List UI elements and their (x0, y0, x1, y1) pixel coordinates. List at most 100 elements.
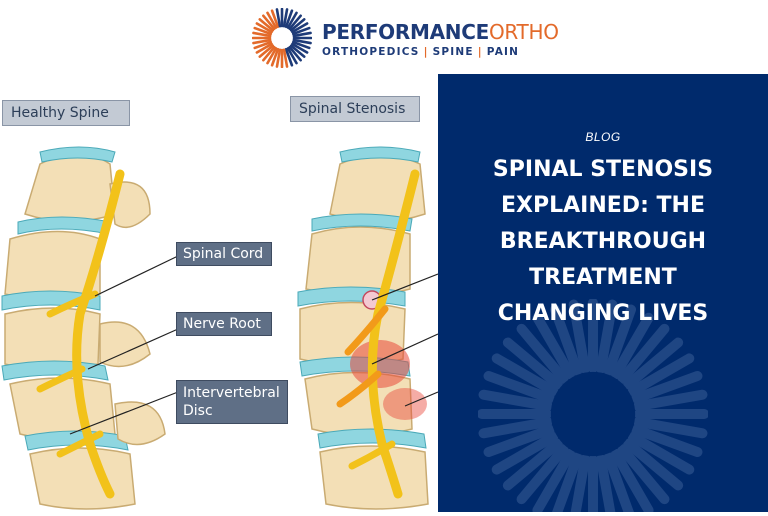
sunburst-ray (478, 417, 553, 439)
sunburst-ray (552, 452, 583, 512)
sunburst-ray (633, 417, 708, 439)
sunburst-ray (549, 304, 583, 376)
blog-headline[interactable]: SPINAL STENOSIS EXPLAINED: THE BREAKTHRO… (458, 152, 748, 332)
stenosis-spinal-cord (367, 169, 420, 499)
sunburst-ray (483, 370, 555, 404)
sunburst-ray (603, 304, 637, 376)
sunburst-ray (252, 31, 272, 38)
healthy-spinal-cord (72, 169, 125, 499)
leader-line (371, 273, 439, 301)
nerve-branch (36, 365, 86, 393)
spine-illustration: Healthy Spine Spinal Stenosis Spinal Cor… (0, 74, 439, 512)
disc-leader-line (69, 391, 179, 435)
sunburst-ray (284, 9, 294, 29)
nerve-root-label: Nerve Root (176, 312, 272, 336)
nerve-branch (56, 430, 104, 458)
headline-line: EXPLAINED: THE (501, 193, 705, 218)
sunburst-ray (570, 454, 590, 512)
nerve-branch (344, 305, 389, 356)
sunburst-ray (617, 444, 670, 505)
headline-line: SPINAL STENOSIS (492, 157, 714, 182)
nerve-branch (348, 440, 396, 470)
sunburst-ray (292, 31, 312, 38)
sunburst-ray (568, 299, 590, 374)
sunburst-ray (627, 353, 695, 396)
spinal-cord-label: Spinal Cord (176, 242, 272, 266)
inflammation (383, 388, 427, 420)
sunburst-ray (258, 44, 275, 58)
sunburst-ray (275, 8, 282, 28)
sunburst-ray (596, 299, 618, 374)
sunburst-ray (282, 8, 289, 28)
sunburst-ray (491, 353, 559, 396)
nerve-root-leader-line (87, 328, 179, 370)
brand-name: PERFORMANCEORTHO (322, 20, 559, 44)
posterior-element (99, 321, 151, 368)
sunburst-ray (266, 47, 278, 65)
sunburst-logo-icon (252, 8, 312, 68)
sunburst-ray (603, 452, 634, 512)
nerve-branch (46, 290, 99, 318)
brand-logo[interactable]: PERFORMANCEORTHO ORTHOPEDICS|SPINE|PAIN (252, 8, 559, 68)
posterior-element (114, 401, 166, 446)
spine-diagram (1, 146, 439, 510)
healthy-spine-title: Healthy Spine (2, 100, 130, 126)
sunburst-ray (478, 389, 553, 411)
leader-line (404, 391, 439, 407)
sunburst-ray (483, 424, 555, 458)
healthy-spine-column (1, 146, 166, 510)
disc-1 (39, 146, 116, 163)
sunburst-ray (516, 323, 569, 384)
stenosis-spine-column (297, 146, 429, 510)
leader-line (371, 333, 439, 365)
tagline-separator: | (423, 46, 429, 58)
sunburst-ray (262, 45, 276, 62)
nerve-branch (336, 370, 382, 408)
tagline-pain: PAIN (486, 46, 520, 58)
headline-line: CHANGING LIVES (497, 301, 709, 326)
sunburst-ray (288, 14, 302, 31)
sunburst-ray (291, 42, 309, 54)
sunburst-ray (623, 337, 684, 390)
headline-line: BREAKTHROUGH (499, 229, 707, 254)
sunburst-ray (491, 432, 559, 475)
sunburst-ray (289, 18, 306, 32)
sunburst-watermark-icon (478, 299, 708, 512)
sunburst-ray (255, 42, 273, 54)
brand-name-bold: PERFORMANCE (322, 20, 489, 44)
posterior-element (109, 181, 151, 229)
sunburst-ray (288, 45, 302, 62)
blog-title-panel: BLOG SPINAL STENOSIS EXPLAINED: THE BREA… (438, 74, 768, 512)
brand-tagline: ORTHOPEDICS|SPINE|PAIN (322, 46, 519, 58)
sunburst-ray (270, 9, 280, 29)
sunburst-ray (617, 323, 670, 384)
sunburst-ray (286, 11, 298, 29)
disc-label-line1: Intervertebral (183, 385, 280, 401)
tagline-separator: | (477, 46, 483, 58)
sunburst-ray (270, 47, 280, 67)
sunburst-ray (633, 389, 708, 411)
vertebra-5 (29, 447, 136, 510)
sunburst-ray (502, 337, 563, 390)
site-header: PERFORMANCEORTHO ORTHOPEDICS|SPINE|PAIN (0, 0, 768, 74)
sunburst-ray (282, 48, 289, 68)
sunburst-ray (292, 38, 312, 45)
sunburst-ray (611, 312, 654, 380)
tagline-spine: SPINE (432, 46, 474, 58)
sunburst-ray (252, 38, 272, 45)
sunburst-ray (611, 448, 654, 512)
sunburst-ray (623, 438, 684, 491)
sunburst-ray (286, 47, 298, 65)
stenosis-inflammation (350, 340, 410, 388)
vertebra-1 (24, 153, 116, 223)
sunburst-ray (255, 22, 273, 34)
disc (311, 213, 413, 232)
sunburst-ray (516, 444, 569, 505)
blog-category-label[interactable]: BLOG (585, 130, 621, 144)
disc-label-line2: Disc (183, 403, 213, 419)
sunburst-ray (532, 312, 575, 380)
sunburst-ray (291, 22, 309, 34)
sunburst-ray (631, 424, 703, 458)
disc-4 (1, 360, 109, 381)
sunburst-ray (631, 370, 703, 404)
